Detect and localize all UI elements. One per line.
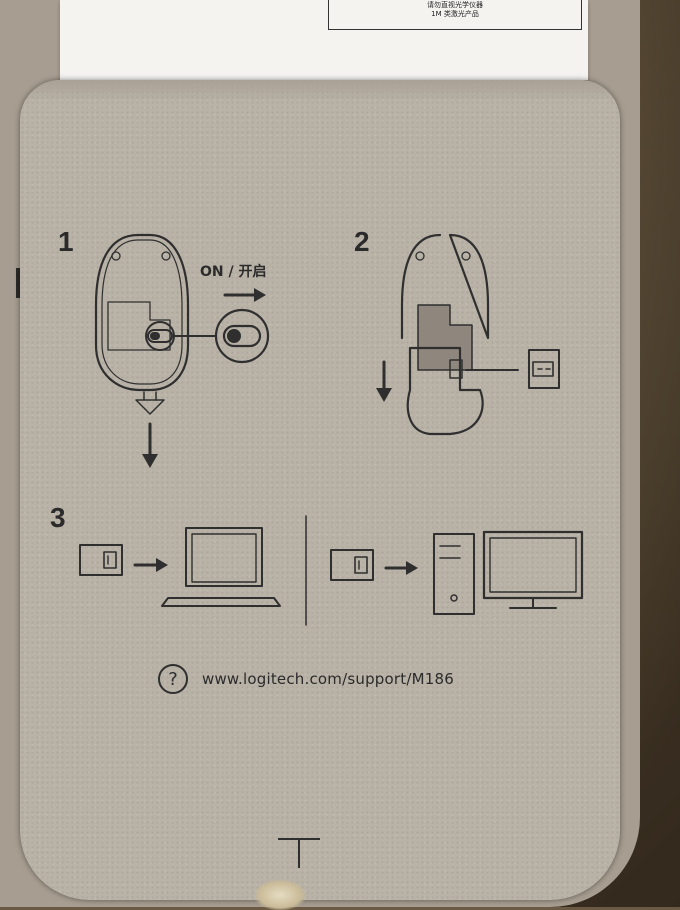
on-arrow-icon [223,288,266,302]
help-icon: ? [158,664,188,694]
receiver-icon [528,349,560,389]
laptop-icon [161,527,281,607]
paper-leaflet: 请勿直视光学仪器 1M 类激光产品 [60,0,588,80]
leaflet-line: 1M 类激光产品 [431,10,479,18]
receiver-icon [79,544,123,576]
leaflet-line: 请勿直视光学仪器 [427,1,483,9]
step2-mouse-icon [400,233,519,436]
down-arrow-icon [376,360,392,402]
arrow-icon [384,561,418,575]
switch-icon [145,308,270,364]
tape-strip [255,880,305,910]
monitor-icon [482,530,584,609]
arrow-icon [133,558,168,572]
desktop-tower-icon [433,533,475,615]
instruction-diagrams [79,233,584,626]
step-number-3: 3 [50,502,66,533]
step1-mouse-icon [94,233,190,392]
leaflet-warning-box: 请勿直视光学仪器 1M 类激光产品 [328,0,582,30]
battery-arrow-icon [135,391,165,468]
card-fold-shadow [20,80,620,102]
support-url[interactable]: www.logitech.com/support/M186 [202,670,454,688]
instruction-card: 1 2 3 ON / 开启 ? www.logitech.com/support… [20,80,620,900]
fold-mark [278,838,320,868]
card-texture [20,80,620,900]
step-number-2: 2 [354,226,370,257]
fold-mark-stem [298,838,300,868]
on-switch-label: ON / 开启 [200,264,267,280]
receiver-icon [330,549,374,581]
support-row: ? www.logitech.com/support/M186 [158,664,454,694]
step-number-1: 1 [58,226,74,257]
